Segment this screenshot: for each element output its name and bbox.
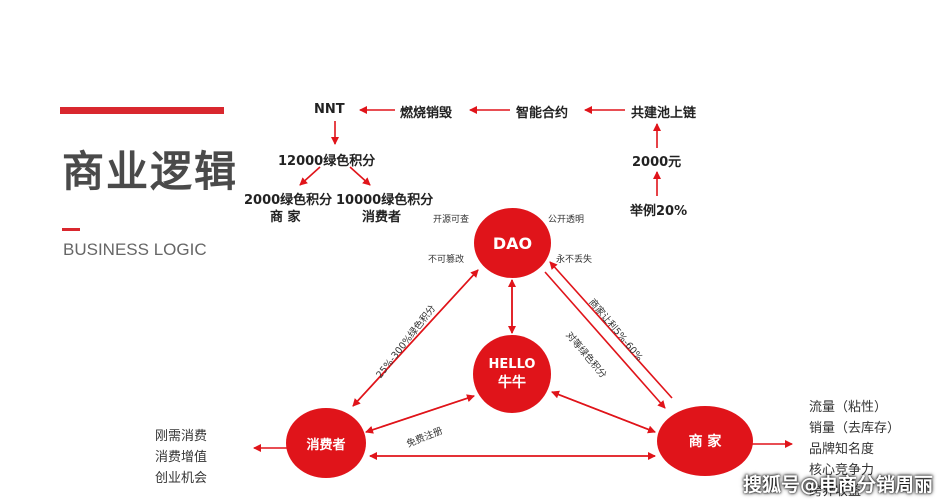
dao-tag-never-lost: 永不丢失 <box>556 255 593 265</box>
merchant-node-label: 商 家 <box>688 434 722 450</box>
merchant-benefit-item: 品牌知名度 <box>809 442 875 457</box>
merchant-benefit-item: 销量（去库存） <box>809 421 901 436</box>
dao-tag-transparent: 公开透明 <box>548 215 585 225</box>
consumer-benefit-item: 创业机会 <box>155 471 208 486</box>
hello-niuniu-node: HELLO 牛牛 <box>473 335 551 413</box>
consumer-benefit-item: 消费增值 <box>155 450 208 465</box>
dao-node-label: DAO <box>492 233 533 253</box>
watermark: 搜狐号@电商分销周丽 <box>742 474 933 496</box>
dao-node: DAO <box>474 208 551 278</box>
consumer-node-label: 消费者 <box>306 437 346 453</box>
amount-label: 2000元 <box>632 155 682 170</box>
pool-onchain-label: 共建池上链 <box>631 106 697 121</box>
merchant-points-owner: 商 家 <box>270 210 301 225</box>
dao-tag-immutable: 不可篡改 <box>428 255 465 265</box>
arrow-dao-to-consumer <box>352 269 479 407</box>
page-subtitle: BUSINESS LOGIC <box>63 240 207 259</box>
points-total-label: 12000绿色积分 <box>278 154 376 169</box>
consumer-node: 消费者 <box>286 408 366 478</box>
title-accent-bar <box>60 107 224 114</box>
merchant-benefits: 流量（粘性） 销量（去库存） 品牌知名度 核心竞争力 跨界收益 <box>809 397 900 502</box>
merchant-benefit-item: 流量（粘性） <box>809 400 888 415</box>
merchant-benefit-item: 跨界收益 <box>809 484 862 499</box>
burn-label: 燃烧销毁 <box>400 106 453 121</box>
merchant-benefit-item: 核心竞争力 <box>809 463 875 478</box>
page-title: 商业逻辑 <box>62 147 239 196</box>
consumer-benefits: 刚需消费 消费增值 创业机会 <box>155 426 207 489</box>
arrow-merchant-to-dao <box>549 261 673 399</box>
arrow-dao-to-merchant <box>544 271 666 409</box>
consumer-points-owner: 消费者 <box>362 210 402 225</box>
merchant-points-value: 2000绿色积分 <box>244 193 333 208</box>
subtitle-accent-bar <box>62 228 80 231</box>
nnt-label: NNT <box>314 102 345 117</box>
merchant-node: 商 家 <box>657 406 753 476</box>
arrow-merchant-to-hello <box>551 390 656 433</box>
example-label: 举例20% <box>630 204 688 219</box>
consumer-benefit-item: 刚需消费 <box>155 429 208 444</box>
dao-tag-open-source: 开源可查 <box>433 215 470 225</box>
hello-node-sublabel: 牛牛 <box>498 374 526 391</box>
arrow-points-to-merchant <box>299 166 321 186</box>
consumer-points-value: 10000绿色积分 <box>336 193 434 208</box>
arrow-consumer-to-hello <box>365 394 475 433</box>
hello-node-label: HELLO <box>488 356 536 372</box>
arrow-points-to-consumer <box>349 166 371 186</box>
smart-contract-label: 智能合约 <box>516 106 569 121</box>
